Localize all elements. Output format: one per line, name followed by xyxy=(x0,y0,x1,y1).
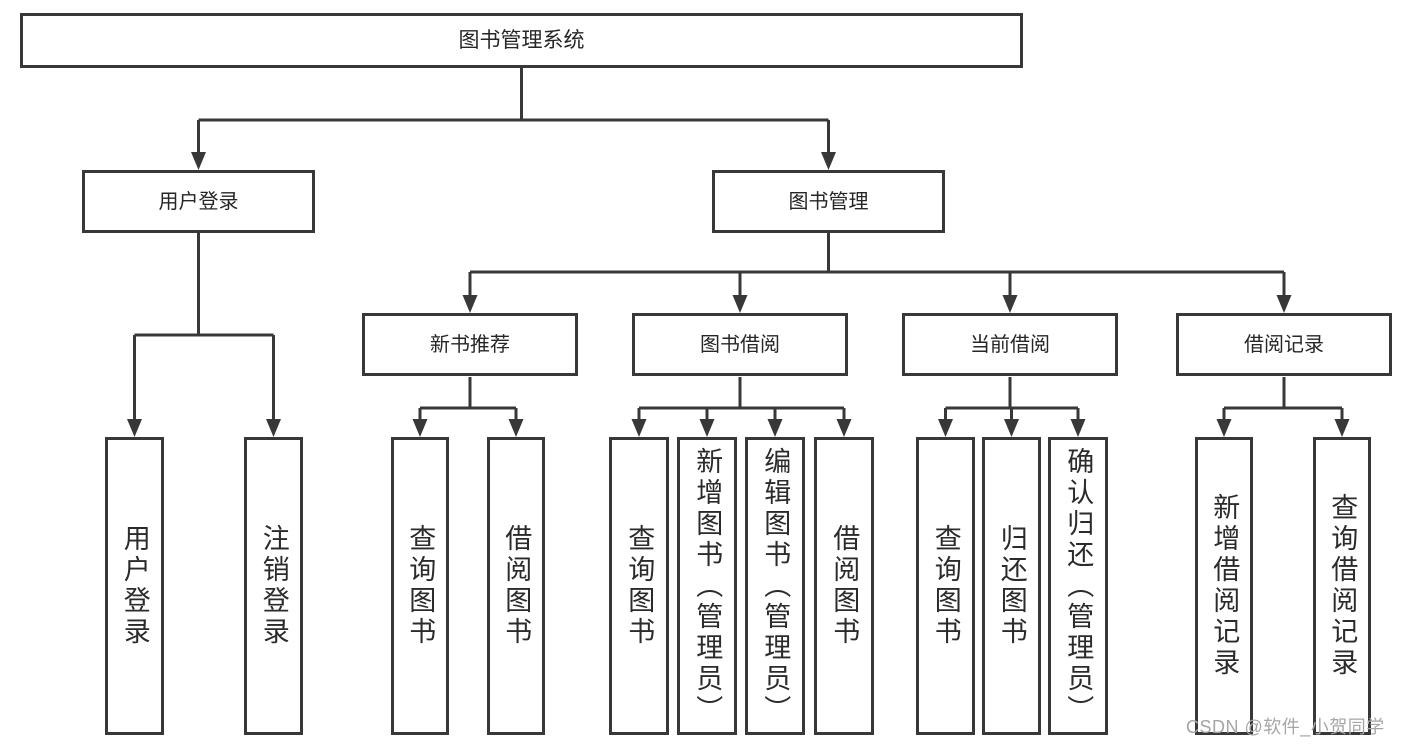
watermark: CSDN @软件_小贺同学 xyxy=(1186,717,1385,737)
node-leaf-user-login: 用户登录 xyxy=(105,437,164,735)
node-book-borrowing: 图书借阅 xyxy=(632,313,848,376)
node-current-borrowing: 当前借阅 xyxy=(902,313,1118,376)
node-book-management: 图书管理 xyxy=(712,170,945,233)
node-user-login: 用户登录 xyxy=(82,170,315,233)
node-leaf-query-books-rec: 查询图书 xyxy=(391,437,449,735)
node-leaf-return-books: 归还图书 xyxy=(982,437,1041,735)
node-leaf-confirm-return-admin: 确认归还（管理员） xyxy=(1048,437,1108,735)
node-leaf-add-borrow-record: 新增借阅记录 xyxy=(1195,437,1253,735)
node-leaf-query-borrow-record: 查询借阅记录 xyxy=(1313,437,1371,735)
node-leaf-borrow-books: 借阅图书 xyxy=(814,437,874,735)
node-leaf-borrow-books-rec: 借阅图书 xyxy=(487,437,545,735)
node-borrowing-records: 借阅记录 xyxy=(1176,313,1392,376)
node-leaf-logout: 注销登录 xyxy=(244,437,303,735)
node-new-book-recommendation: 新书推荐 xyxy=(362,313,578,376)
node-leaf-query-books-current: 查询图书 xyxy=(916,437,975,735)
node-leaf-add-books-admin: 新增图书（管理员） xyxy=(677,437,737,735)
node-leaf-query-books-borrow: 查询图书 xyxy=(609,437,669,735)
node-library-management-system: 图书管理系统 xyxy=(20,13,1023,68)
node-leaf-edit-books-admin: 编辑图书（管理员） xyxy=(745,437,805,735)
